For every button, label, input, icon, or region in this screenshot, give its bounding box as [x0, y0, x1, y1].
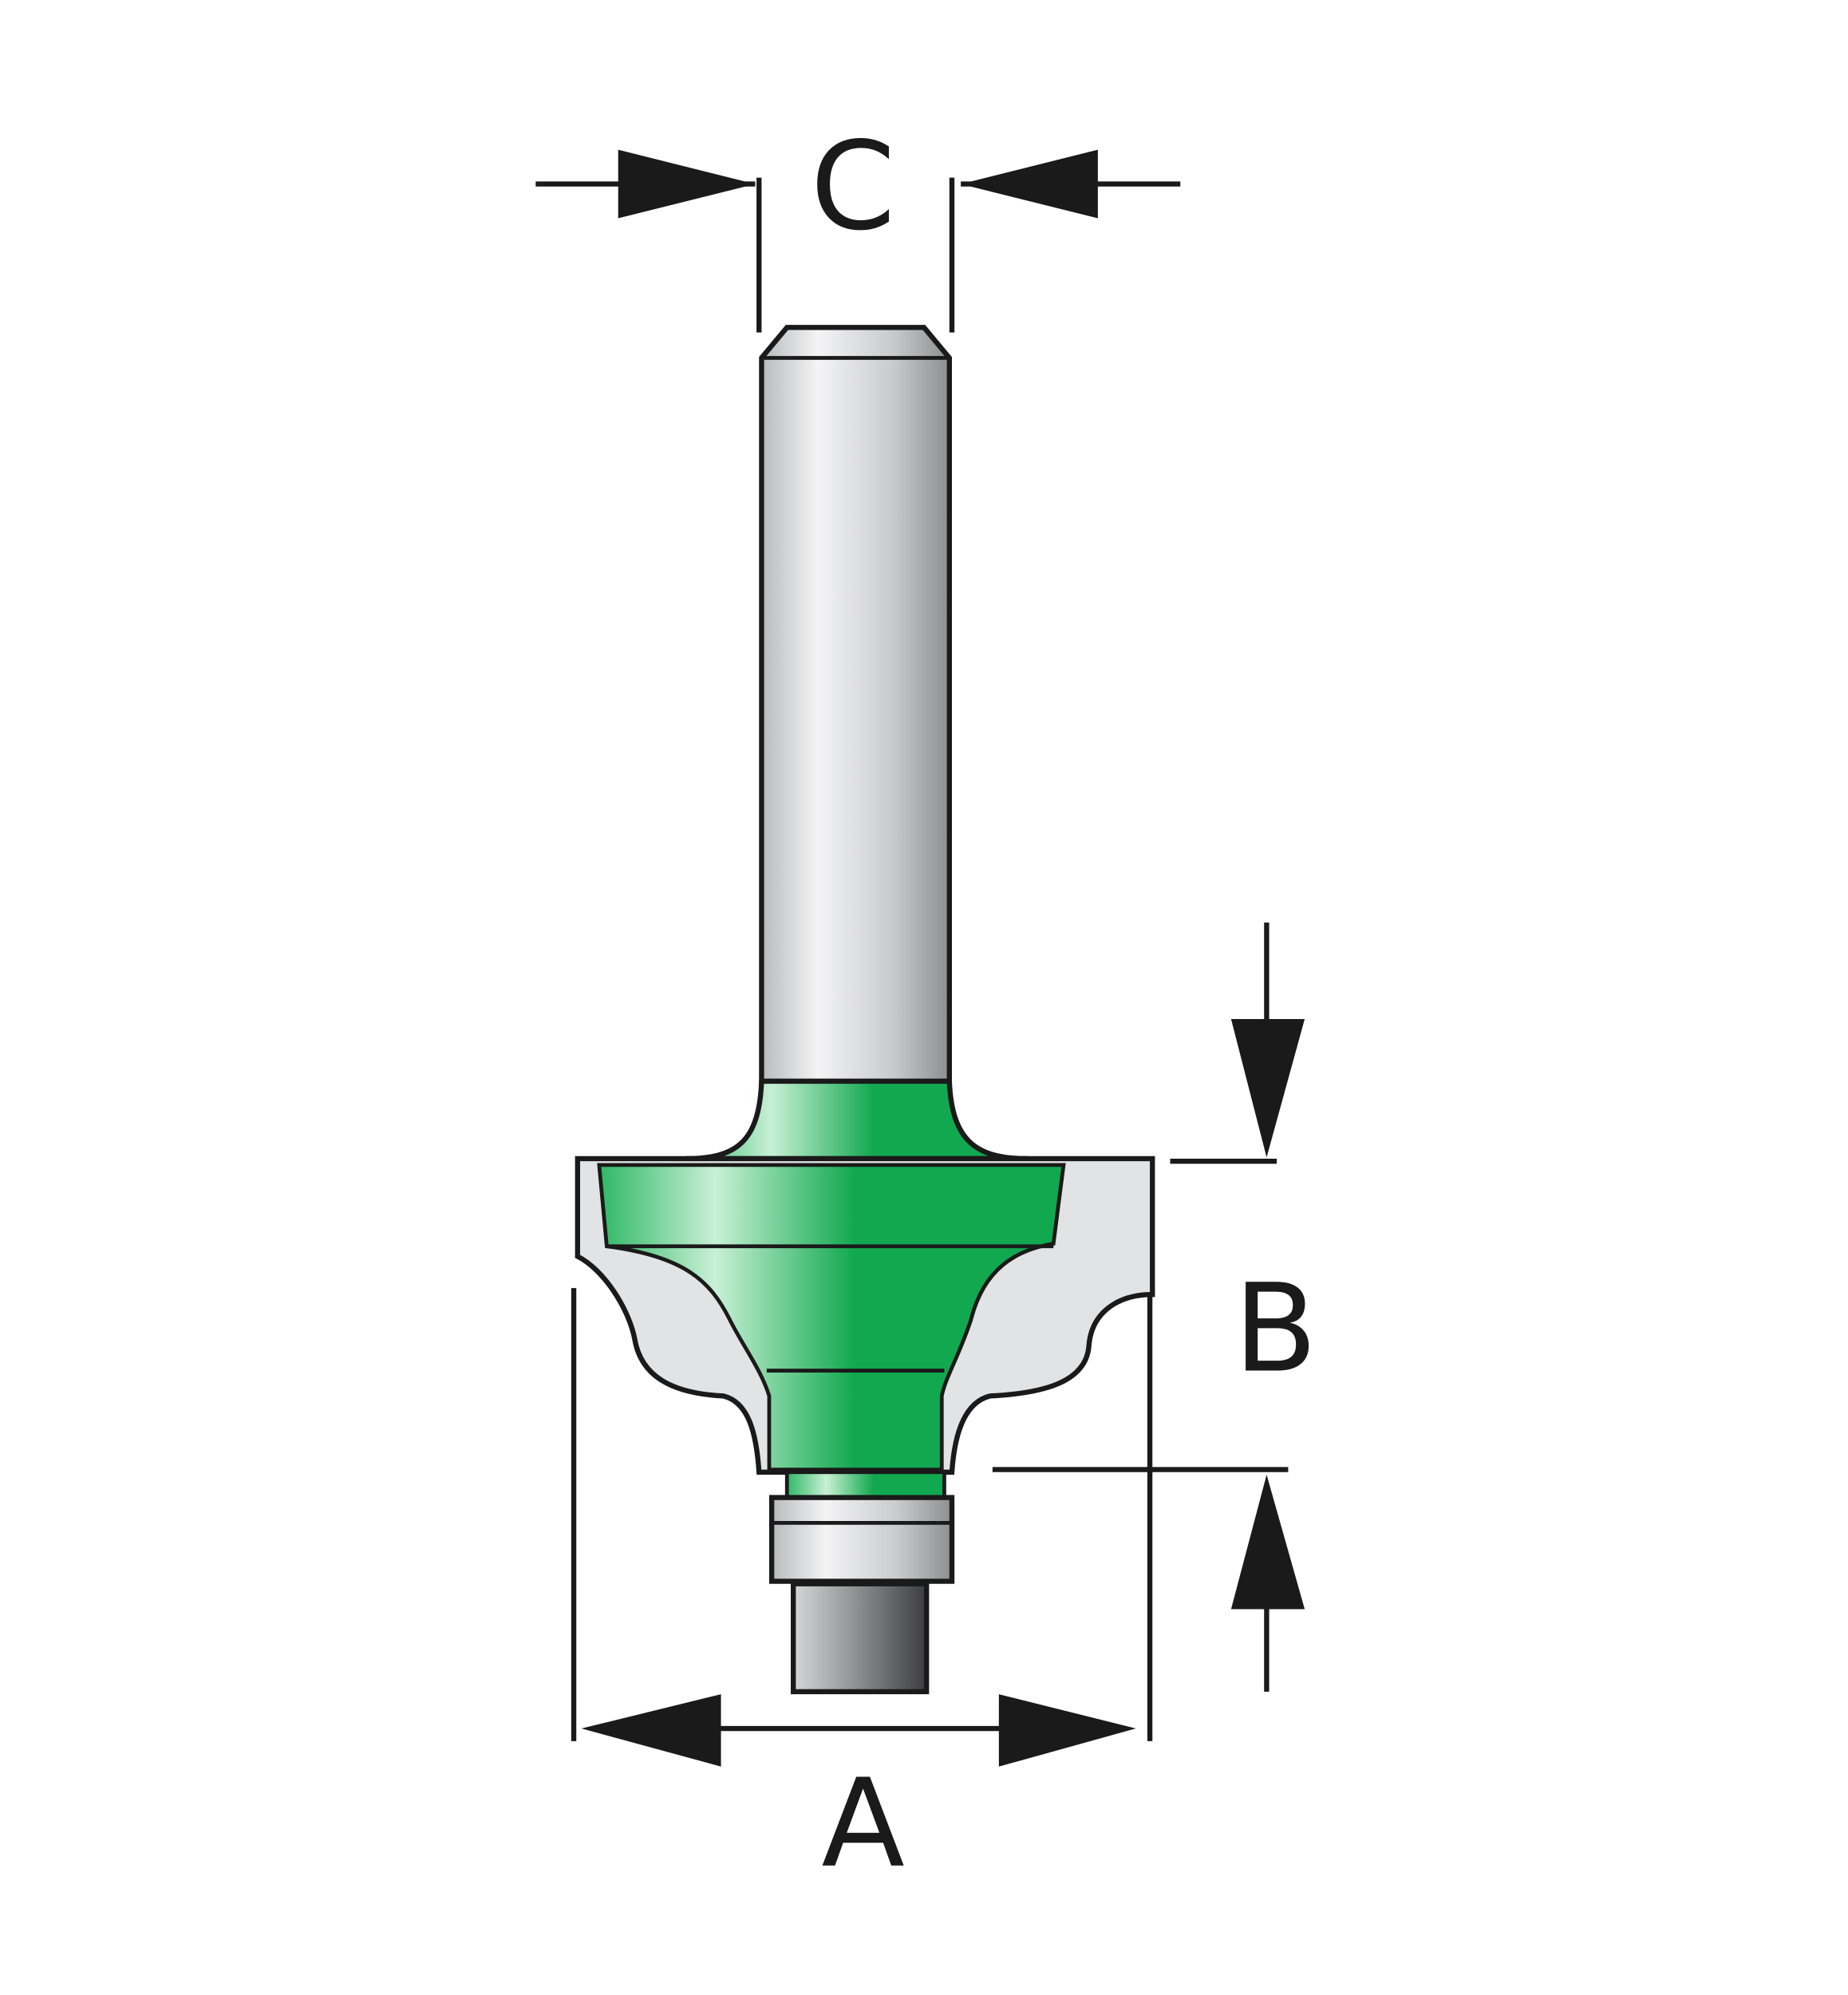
dimension-a [571, 1288, 1153, 1741]
shank [759, 325, 952, 1084]
bearing [768, 1495, 955, 1584]
arrow-a-left [581, 1694, 721, 1767]
cutter-body [597, 1163, 1066, 1472]
label-c: C [811, 116, 896, 258]
label-a: A [821, 1753, 904, 1895]
arrow-c-left [618, 149, 756, 219]
bearing-screw [791, 1581, 930, 1695]
arrow-b-up [1230, 1474, 1305, 1610]
arrow-c-right [961, 149, 1098, 219]
label-b: B [1234, 1258, 1317, 1400]
shank-fillet [685, 1078, 1029, 1162]
arrow-b-down [1230, 1019, 1305, 1158]
cutter-body-lines [606, 1244, 1054, 1373]
arrow-a-right [998, 1694, 1136, 1767]
dimension-b [992, 922, 1289, 1692]
